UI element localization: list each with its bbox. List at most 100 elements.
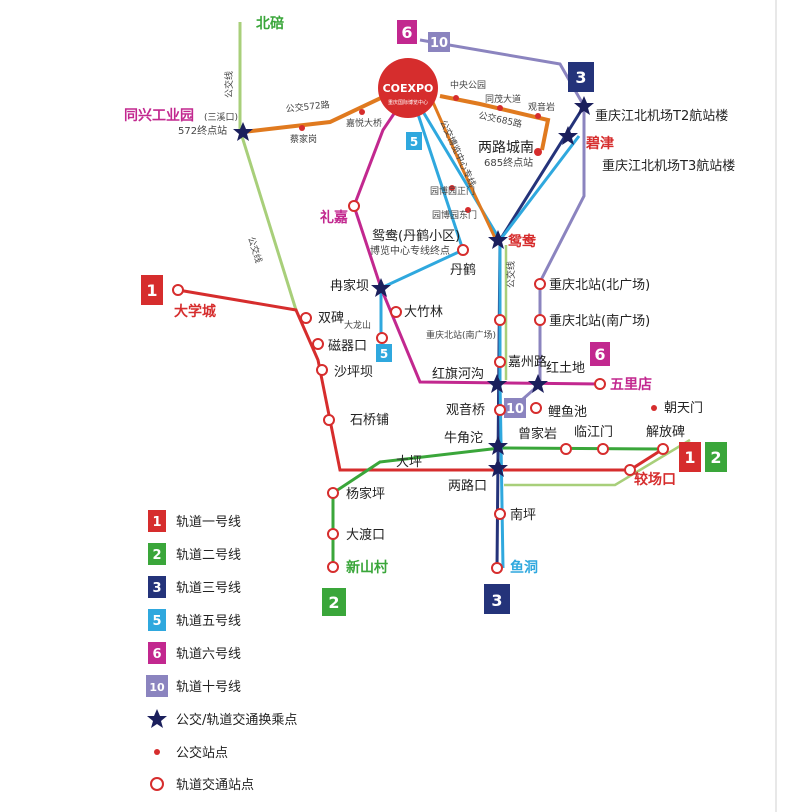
label-bus572: 公交572路 (285, 98, 330, 115)
label-zhongyanggongyuan: 中央公园 (450, 79, 486, 91)
label-bijin: 碧津 (585, 135, 614, 152)
label-caijiagang: 蔡家岗 (290, 133, 317, 145)
label-linjiangmen: 临江门 (574, 425, 613, 440)
label-yuanboyuan-zhengmen: 园博园正门 (430, 185, 475, 197)
label-xinshancun: 新山村 (346, 559, 388, 576)
bus-route-beibei (238, 22, 298, 311)
badge-line3-top (568, 62, 594, 92)
star-bijin (558, 126, 578, 145)
badge-line3-bottom-text: 3 (491, 591, 502, 610)
label-jiazhoulu: 嘉州路 (508, 354, 547, 370)
legend-badge-line3 (148, 576, 166, 598)
star-niujiaotuo (488, 436, 508, 455)
label-hongqihegou: 红旗河沟 (432, 366, 484, 382)
label-tongxing-572: 572终点站 (178, 124, 227, 137)
label-yuanyang-danling: 鸳鸯(丹鹤小区) (372, 228, 460, 244)
ring-linjiangmen (597, 443, 609, 455)
legend-label-line6: 轨道六号线 (176, 647, 241, 662)
bus-caijiagang (299, 125, 305, 131)
bus-chaotianmen (651, 405, 657, 411)
badge-line1-left (141, 275, 163, 305)
ring-shuangbei (300, 312, 312, 324)
legend-badge-line2 (148, 543, 166, 565)
ring-ciqikou (312, 338, 324, 350)
bus-stops (299, 95, 657, 411)
legend-item-line10: 10 轨道十号线 (146, 675, 241, 697)
bus-tongmaodadao (497, 105, 503, 111)
badge-line10-mid-text: 10 (506, 402, 524, 417)
label-yangjiaping: 杨家坪 (346, 486, 385, 502)
star-hongtudi (528, 374, 548, 393)
ring-shapingba (316, 364, 328, 376)
legend-label-line1: 轨道一号线 (176, 515, 241, 530)
ring-liyuchi (530, 402, 542, 414)
legend-badge-line1-text: 1 (152, 515, 161, 530)
ring-lijia (348, 200, 360, 212)
label-yuanyang: 鸳鸯 (508, 233, 537, 250)
label-bus-green-mid: 公交线 (505, 261, 517, 288)
legend-badge-line5 (148, 609, 166, 631)
label-bus-green-left: 公交线 (245, 235, 265, 264)
station-rings (172, 200, 669, 574)
bus-route-lower (504, 438, 691, 487)
label-nanping: 南坪 (510, 507, 536, 523)
ring-guanyinqiao (494, 404, 506, 416)
label-wulidian: 五里店 (610, 376, 652, 393)
label-guanyinqiao: 观音桥 (446, 402, 485, 418)
ring-nanping (494, 508, 506, 520)
legend-badge-line2-text: 2 (152, 548, 161, 563)
label-liyuchi: 鲤鱼池 (548, 404, 587, 420)
ring-dalongshan (376, 332, 388, 344)
legend-label-line2: 轨道二号线 (176, 548, 241, 563)
label-jiefangbei: 解放碑 (646, 424, 685, 440)
legend-label-line10: 轨道十号线 (176, 680, 241, 695)
legend-bus-dot-icon (154, 749, 160, 755)
ring-jiaochangkou (624, 464, 636, 476)
badge-line1-left-text: 1 (146, 281, 157, 300)
label-tongxing-sub: (三溪口) (204, 111, 238, 123)
label-tongxing: 同兴工业园 (124, 107, 194, 124)
label-t3: 重庆江北机场T3航站楼 (602, 158, 735, 174)
bus-guanyinyan (535, 113, 541, 119)
bus-yuanboyuan-dongmen (465, 207, 471, 213)
legend-badge-line10-text: 10 (149, 681, 165, 694)
badge-line2-right-text: 2 (710, 448, 721, 467)
label-daxuecheng: 大学城 (174, 303, 216, 320)
logo-text: COEXPO (383, 82, 434, 95)
ring-yudong (491, 562, 503, 574)
badge-line2-bottom-text: 2 (328, 593, 339, 612)
label-lijia: 礼嘉 (320, 209, 348, 226)
legend-item-line3: 3 轨道三号线 (148, 576, 241, 598)
label-ciqikou: 磁器口 (328, 339, 367, 354)
label-yuanboyuan-dongmen: 园博园东门 (432, 209, 477, 221)
label-chaotianmen: 朝天门 (664, 401, 703, 416)
badge-line5-mid (376, 344, 392, 362)
ring-zengjiayan (560, 443, 572, 455)
badge-line6-right-text: 6 (594, 345, 605, 364)
bus-yuanboyuan-zhengmen (449, 185, 455, 191)
star-ranjiaba (371, 278, 391, 297)
label-lianglunan-685: 685终点站 (484, 156, 533, 169)
legend-item-rail-station: 轨道交通站点 (150, 777, 254, 793)
label-danhe: 丹鹤 (450, 262, 476, 278)
legend-badge-line6-text: 6 (152, 647, 161, 662)
badge-line10-mid (504, 398, 526, 418)
label-yudong: 鱼洞 (510, 559, 538, 576)
legend-item-line6: 6 轨道六号线 (148, 642, 241, 664)
star-lianglukou (488, 458, 508, 477)
label-daduokou: 大渡口 (346, 527, 385, 543)
label-guanyinyan: 观音岩 (528, 101, 555, 113)
badge-line5-top-text: 5 (410, 135, 418, 149)
label-daping: 大坪 (396, 455, 422, 470)
label-shiqiaopu: 石桥铺 (350, 413, 389, 428)
label-expo-terminal: 博览中心专线终点 (370, 244, 450, 257)
label-hongtudi: 红土地 (546, 360, 585, 376)
legend-item-bus-stop: 公交站点 (154, 745, 228, 761)
legend-label-line3: 轨道三号线 (176, 581, 241, 596)
ring-shiqiaopu (323, 414, 335, 426)
badge-line10-top (428, 32, 450, 52)
ring-cqbei-nan-3 (494, 314, 506, 326)
star-t2 (574, 96, 594, 115)
logo-subtext: 重庆国际博览中心 (388, 99, 428, 106)
